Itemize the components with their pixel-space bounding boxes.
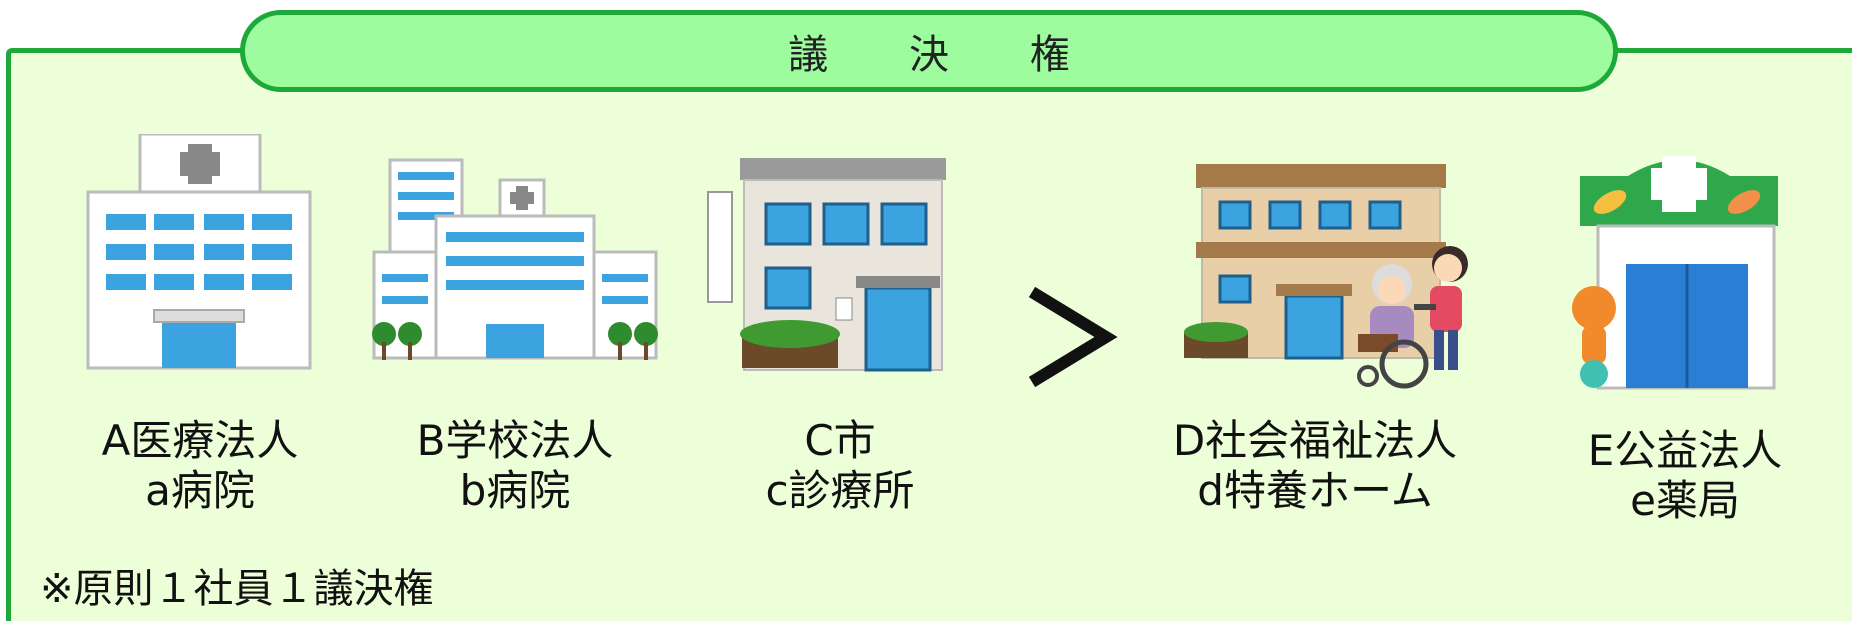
clinic-icon — [707, 158, 946, 372]
facility-label-a: A医療法人 a病院 — [101, 416, 299, 515]
facility-label-b: B学校法人 b病院 — [416, 416, 614, 515]
greater-than-symbol — [1028, 286, 1118, 388]
hospital-icon — [86, 134, 312, 370]
pharmacy-icon — [1572, 156, 1778, 390]
principle-note: ※原則１社員１議決権 — [40, 566, 434, 612]
nursing-home-icon — [1184, 164, 1468, 389]
page-title: 議 決 権 — [788, 32, 1104, 78]
facility-label-c: C市 c診療所 — [765, 416, 915, 515]
facility-label-d: D社会福祉法人 d特養ホーム — [1172, 416, 1458, 515]
facility-label-e: E公益法人 e薬局 — [1587, 426, 1783, 525]
title-banner: 議 決 権 — [240, 10, 1618, 92]
university-hospital-icon — [372, 158, 658, 360]
